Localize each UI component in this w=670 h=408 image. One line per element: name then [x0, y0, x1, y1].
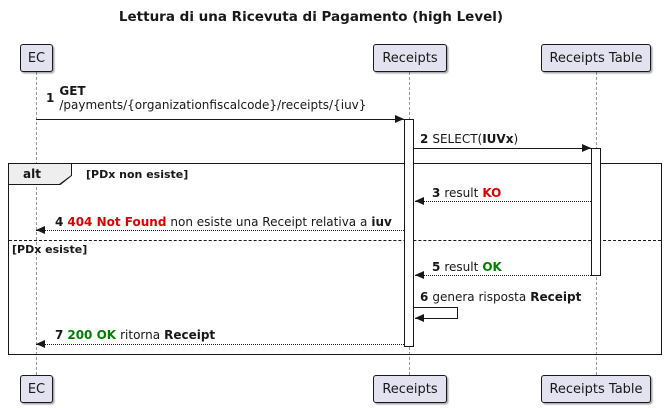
message-3-number: 3	[432, 186, 441, 200]
message-6-term-receipt: Receipt	[530, 290, 582, 304]
message-3-arrow	[415, 201, 591, 202]
message-1-arrow	[36, 119, 404, 120]
message-1-label: 1 GET /payments/{organizationfiscalcode}…	[46, 84, 366, 112]
message-7-arrowhead	[36, 340, 45, 348]
message-6-text: genera risposta	[432, 290, 527, 304]
message-5-number: 5	[432, 260, 441, 274]
alt-else-divider	[9, 240, 661, 241]
participant-receipts-table-bottom: Receipts Table	[541, 375, 651, 403]
message-2-text: SELECT(	[432, 132, 483, 146]
message-6-number: 6	[420, 290, 429, 304]
participant-ec-top: EC	[20, 44, 53, 72]
message-2-arg: IUVx	[482, 132, 514, 146]
message-5-arrow	[415, 275, 591, 276]
participant-ec-bottom: EC	[20, 375, 53, 403]
message-4-number: 4	[55, 215, 64, 229]
participant-receipts-table-top: Receipts Table	[541, 44, 651, 72]
alt-frame-operator-tab-fill: alt	[9, 164, 71, 184]
diagram-title: Lettura di una Ricevuta di Pagamento (hi…	[118, 9, 504, 25]
message-7-term-receipt: Receipt	[164, 328, 216, 342]
message-4-status-404: 404 Not Found	[67, 215, 167, 229]
message-7-text: ritorna	[120, 328, 161, 342]
message-3-status-ko: KO	[482, 186, 502, 200]
message-2-arrowhead	[582, 144, 591, 152]
alt-guard-pdx-non-esiste: [PDx non esiste]	[86, 168, 189, 181]
activation-receipts	[404, 119, 414, 347]
alt-guard-pdx-esiste: [PDx esiste]	[12, 243, 88, 256]
message-4-arrow	[36, 230, 404, 231]
message-4-term-iuv: iuv	[371, 215, 392, 229]
message-7-arrow	[36, 344, 404, 345]
participant-receipts-top: Receipts	[373, 44, 447, 72]
message-7-number: 7	[55, 328, 64, 342]
alt-operator-label: alt	[23, 167, 41, 181]
message-1-path: /payments/{organizationfiscalcode}/recei…	[59, 98, 367, 112]
message-7-status-200: 200 OK	[67, 328, 117, 342]
message-2-close: )	[513, 132, 519, 146]
alt-frame	[8, 163, 662, 355]
message-6-self-arrow-side	[457, 307, 458, 318]
message-4-text: non esiste una Receipt relativa a	[170, 215, 368, 229]
message-5-text: result	[444, 260, 479, 274]
message-1-number: 1	[46, 91, 55, 105]
alt-frame-operator-tab: alt	[8, 163, 72, 185]
message-5-arrowhead	[415, 271, 424, 279]
message-1-keyword: GET	[59, 84, 86, 98]
message-6-arrowhead	[415, 314, 424, 322]
message-6-self-arrow-top	[414, 307, 457, 308]
message-6-self-arrow-bottom	[415, 318, 458, 319]
lifeline-ec	[36, 72, 37, 375]
activation-receipts-table	[591, 148, 601, 276]
message-5-status-ok: OK	[482, 260, 502, 274]
message-2-arrow	[414, 148, 591, 149]
message-1-arrowhead	[395, 115, 404, 123]
message-2-number: 2	[420, 132, 429, 146]
message-4-arrowhead	[36, 226, 45, 234]
participant-receipts-bottom: Receipts	[373, 375, 447, 403]
message-3-arrowhead	[415, 197, 424, 205]
message-3-text: result	[444, 186, 479, 200]
